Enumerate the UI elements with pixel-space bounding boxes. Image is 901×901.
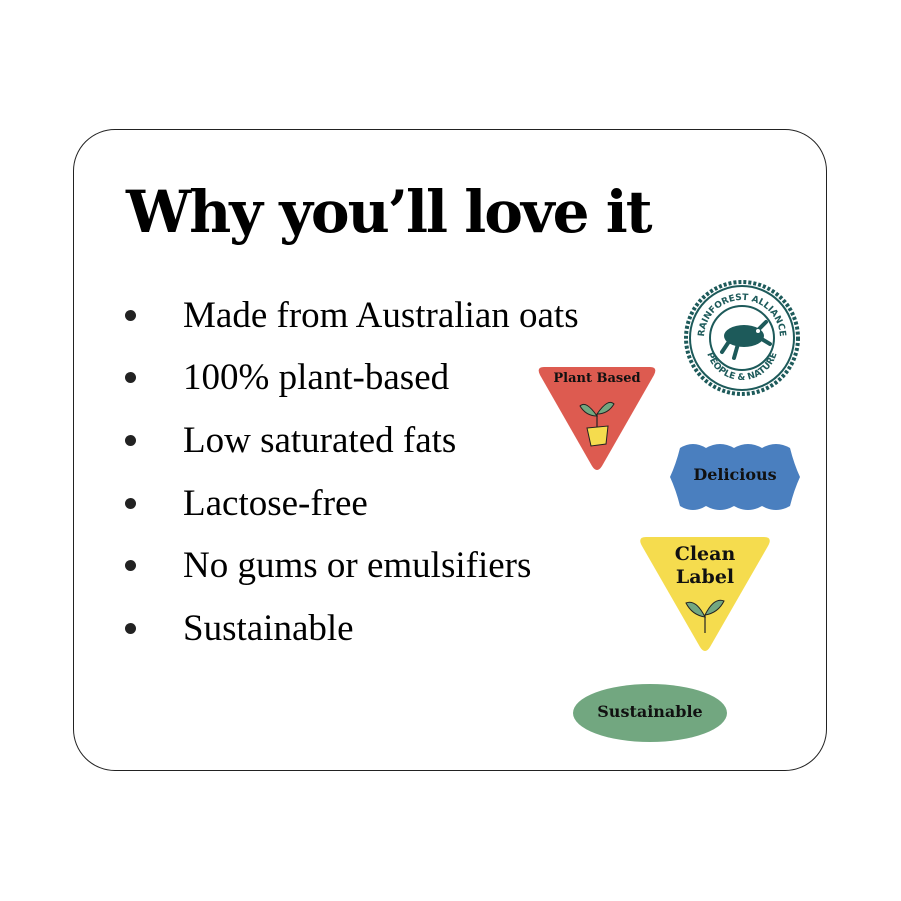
list-item: Low saturated fats [120, 409, 579, 472]
list-item: Made from Australian oats [120, 284, 579, 347]
clean-label-badge [640, 537, 770, 651]
bullet-icon [125, 497, 136, 509]
clean-label-line1: Clean [674, 543, 736, 565]
plant-based-label: Plant Based [553, 371, 641, 386]
benefit-text: Made from Australian oats [183, 294, 579, 336]
delicious-label: Delicious [693, 465, 777, 484]
benefits-list: Made from Australian oats 100% plant-bas… [120, 284, 579, 660]
sustainable-badge [573, 684, 727, 742]
bullet-icon [125, 560, 136, 572]
delicious-badge [670, 444, 800, 510]
benefit-text: Lactose-free [183, 482, 368, 524]
benefit-text: No gums or emulsifiers [183, 545, 532, 587]
page-title: Why you’ll love it [126, 178, 653, 246]
list-item: Lactose-free [120, 472, 579, 535]
list-item: No gums or emulsifiers [120, 534, 579, 597]
clean-label-line2: Label [675, 566, 735, 588]
bullet-icon [125, 622, 136, 634]
bullet-icon [125, 309, 136, 321]
sustainable-label: Sustainable [597, 702, 703, 721]
benefit-text: Sustainable [183, 607, 354, 649]
benefit-text: Low saturated fats [183, 419, 457, 461]
list-item: Sustainable [120, 597, 579, 660]
bullet-icon [125, 434, 136, 446]
bullet-icon [125, 372, 136, 384]
rainforest-alliance-seal-icon: RAINFOREST ALLIANCE PEOPLE & NATURE [684, 280, 800, 396]
plant-based-badge [538, 367, 656, 470]
clean-label-label: Clean Label [636, 543, 774, 589]
benefit-text: 100% plant-based [183, 357, 450, 399]
list-item: 100% plant-based [120, 347, 579, 410]
